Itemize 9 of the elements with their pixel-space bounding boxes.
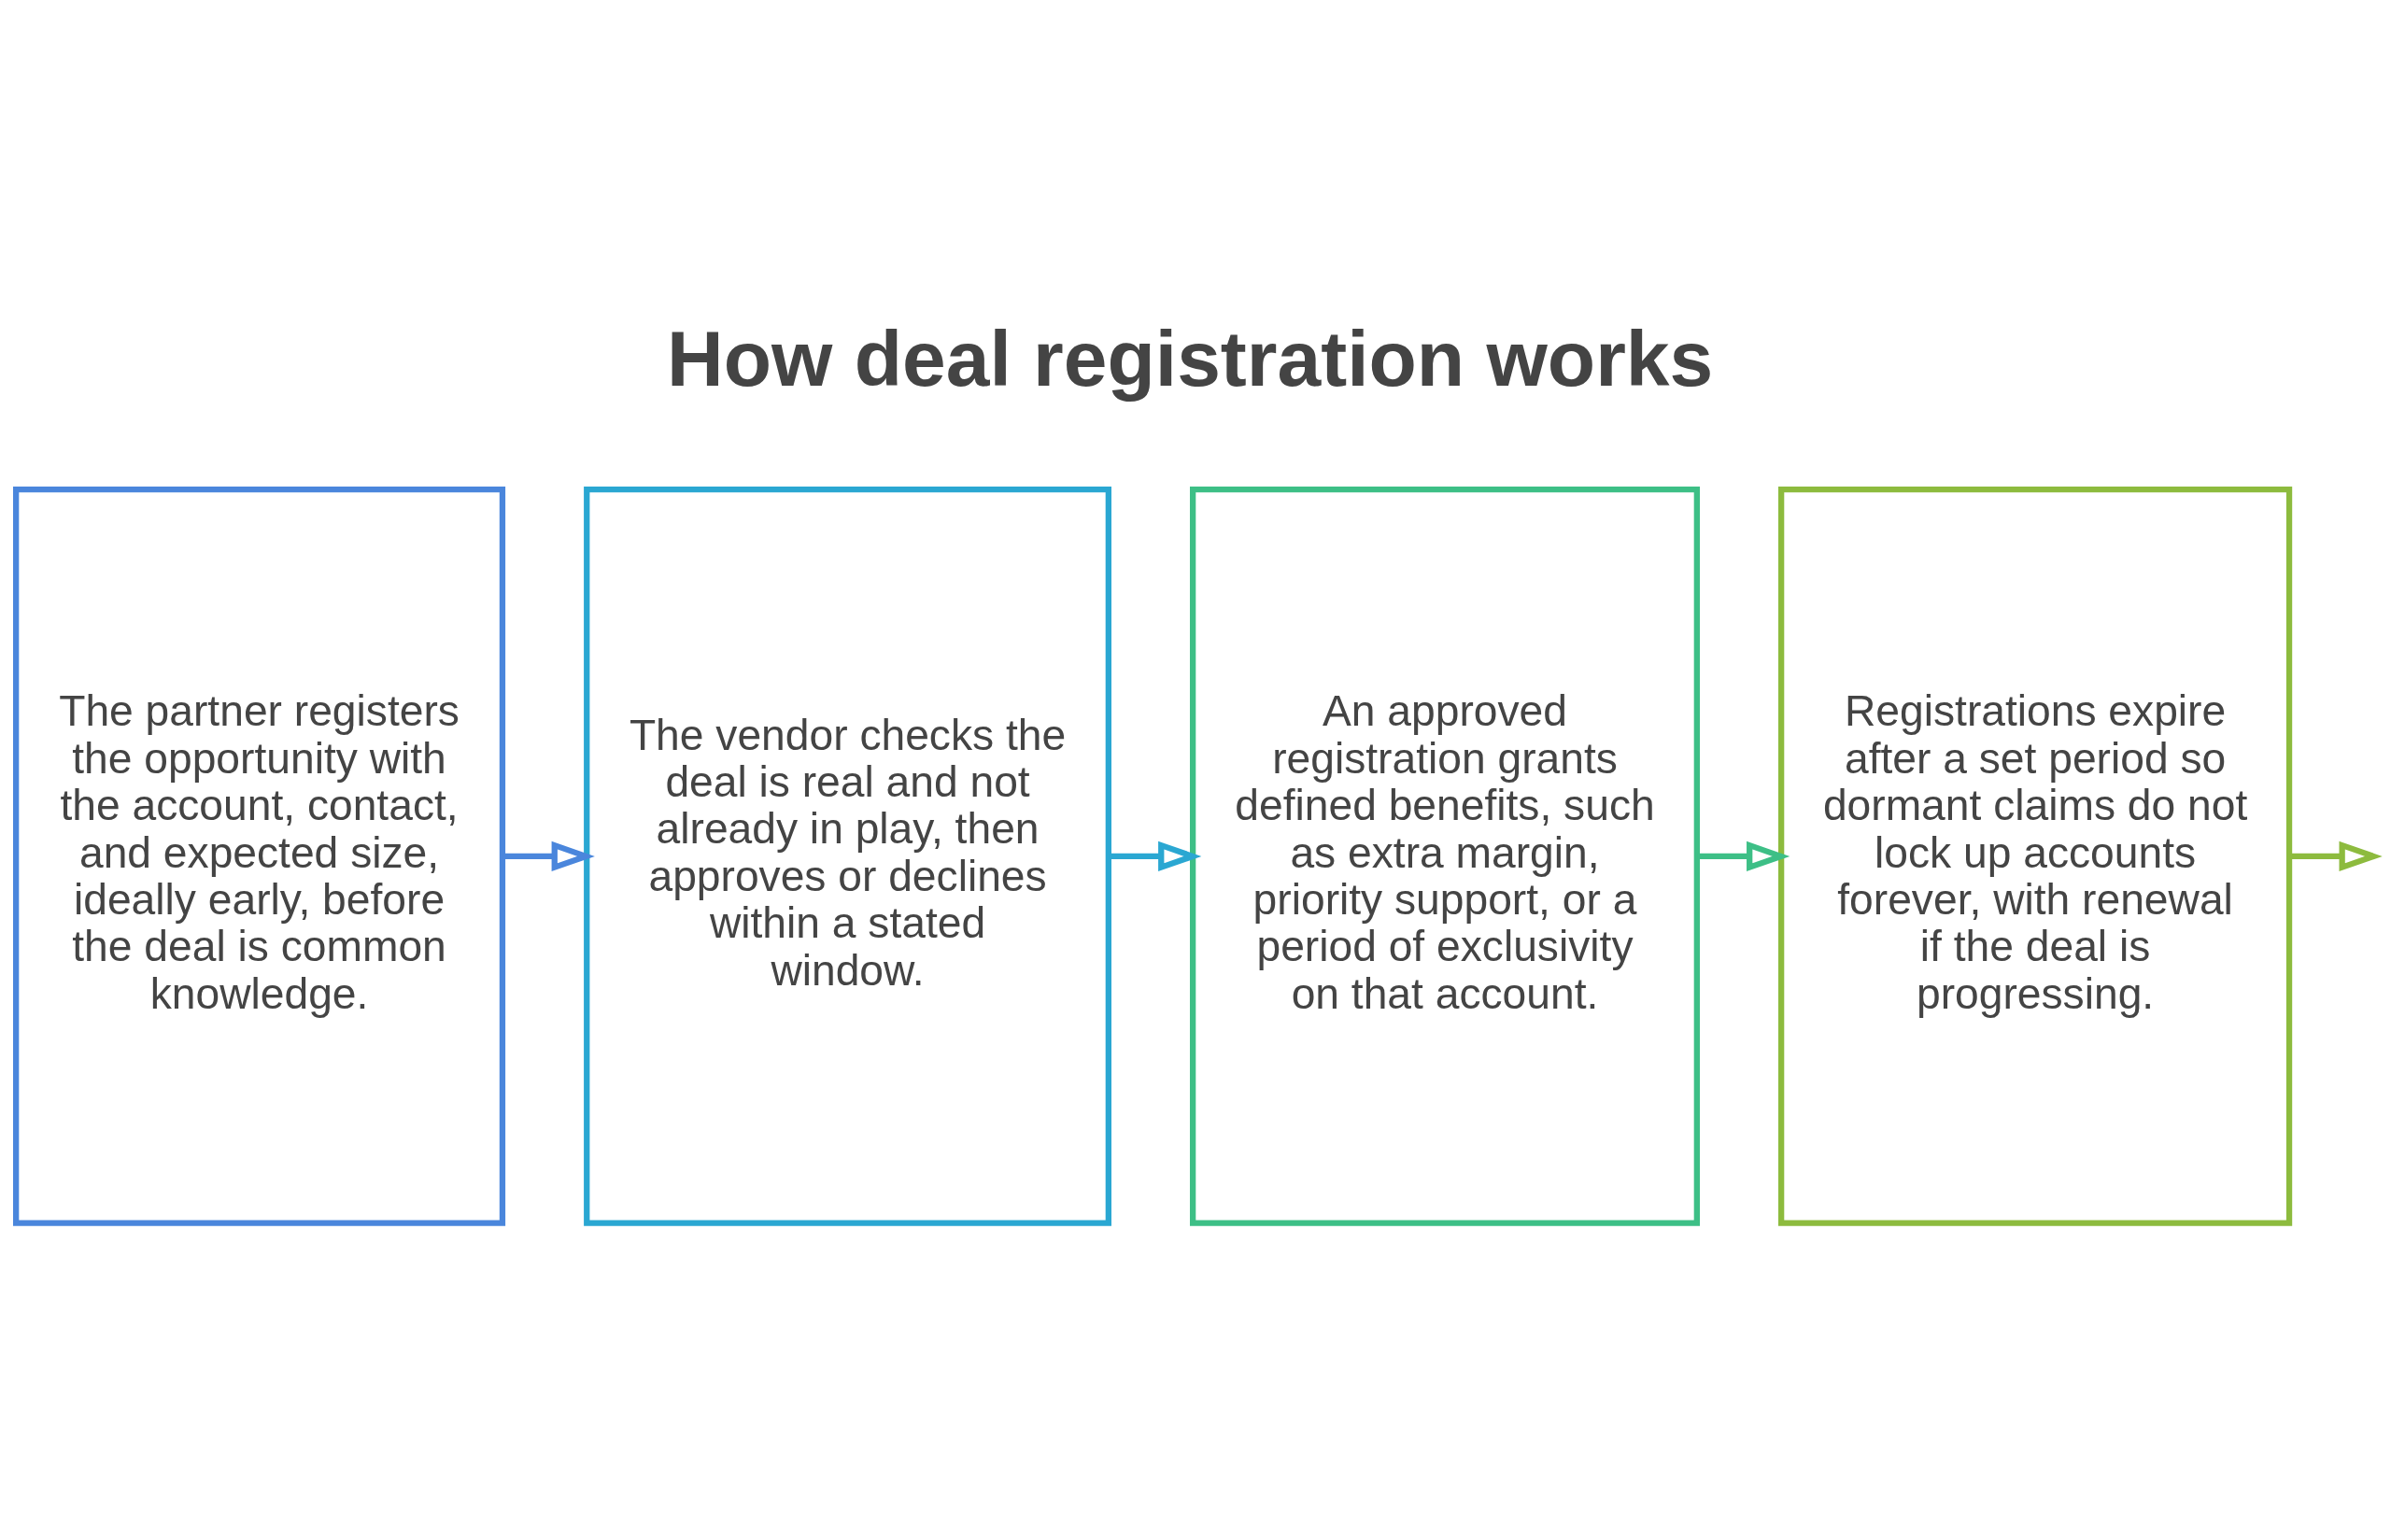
node-box: An approved registration grants defined benefits, such as extra margin, priority support, or a period of exclusivity on that account. [1190,487,1700,1226]
arrow [2289,841,2383,872]
arrow [1109,841,1202,872]
arrow [1697,841,1790,872]
node-box: Registrations expire after a set period so dormant claims do not lock up accounts forever, with renewal if the deal is progressing. [1778,487,2293,1226]
arrow [502,841,595,872]
node-box: The vendor checks the deal is real and not already in play, then approves or declines within a stated window. [584,487,1111,1226]
node-box: The partner registers the opportunity with the account, contact, and expected size, ideally early, before the deal is common knowledge. [13,487,506,1226]
diagram-title: How deal registration works [667,314,1714,403]
